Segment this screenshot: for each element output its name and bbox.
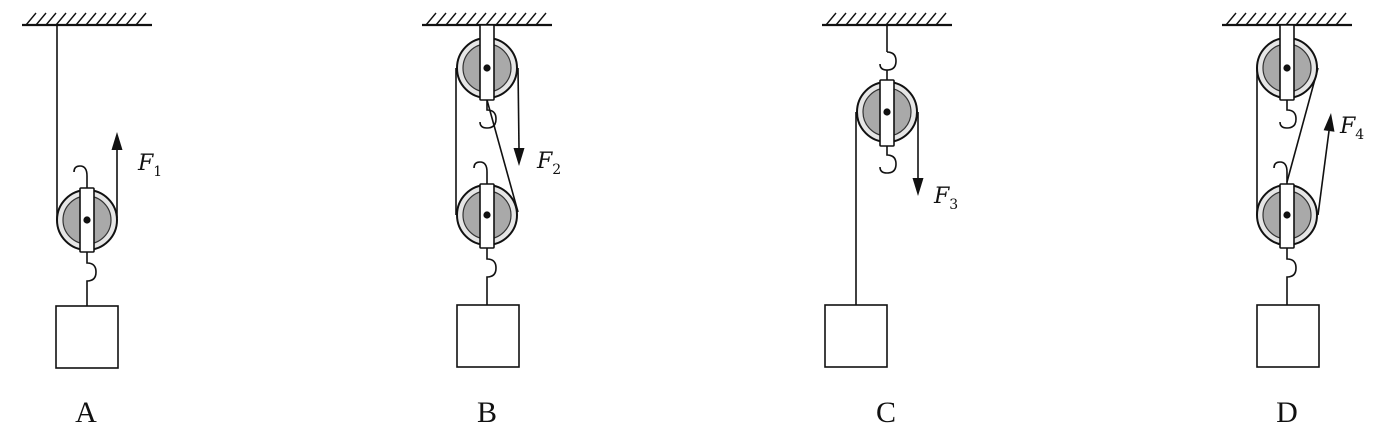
arrow-head-d — [1323, 113, 1335, 132]
force-label-c: F3 — [933, 184, 958, 213]
ceiling-b — [422, 12, 552, 27]
option-c: F3 C — [822, 12, 958, 429]
ceiling-a — [22, 12, 152, 27]
rope-free-d — [1317, 130, 1330, 216]
ceiling-c — [822, 12, 952, 27]
option-a: F1 A — [22, 12, 162, 429]
option-label-c: C — [876, 396, 896, 429]
force-label-d: F4 — [1339, 114, 1364, 143]
fixed-pulley-d — [1256, 24, 1318, 129]
option-b: F2 B — [422, 12, 561, 429]
option-label-b: B — [477, 396, 497, 429]
weight-block-b — [456, 304, 520, 368]
rope-free-b — [517, 67, 520, 149]
movable-pulley-b — [456, 161, 518, 305]
arrow-head-c — [912, 178, 924, 196]
weight-block-d — [1256, 304, 1320, 368]
option-d: F4 D — [1222, 12, 1364, 429]
rope-diagonal-b — [486, 99, 519, 213]
movable-pulley-a — [56, 165, 118, 306]
option-label-a: A — [75, 396, 97, 429]
weight-block-a — [55, 305, 119, 369]
weight-block-c — [824, 304, 888, 368]
ceiling-d — [1222, 12, 1352, 27]
force-label-b: F2 — [536, 149, 561, 178]
arrow-head-a — [111, 132, 123, 150]
fixed-pulley-c — [856, 51, 918, 174]
fixed-pulley-b — [456, 24, 518, 129]
option-label-d: D — [1276, 396, 1298, 429]
force-label-a: F1 — [137, 151, 162, 180]
arrow-head-b — [513, 148, 525, 166]
movable-pulley-d — [1256, 161, 1318, 305]
rope-diagonal-d — [1286, 67, 1319, 183]
